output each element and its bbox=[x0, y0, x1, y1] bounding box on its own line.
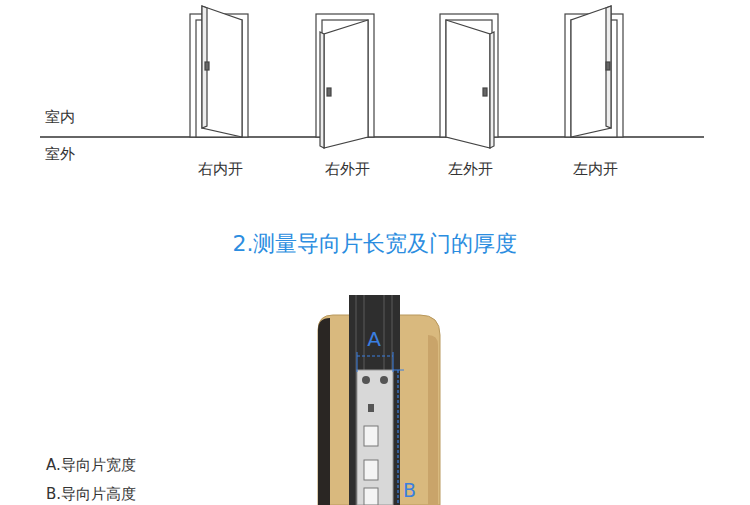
lock-figure bbox=[318, 295, 440, 505]
door-type-label: 左内开 bbox=[573, 160, 618, 178]
door-figure bbox=[565, 6, 623, 137]
dimension-letter: A bbox=[367, 327, 381, 351]
legend-note: B.导向片高度 bbox=[46, 485, 136, 503]
door-figure bbox=[440, 14, 498, 148]
dimension-letter: B bbox=[403, 479, 416, 502]
door-type-label: 右内开 bbox=[198, 160, 243, 178]
legend-note: A.导向片宽度 bbox=[46, 456, 136, 474]
side-label: 室外 bbox=[45, 145, 75, 163]
door-type-label: 右外开 bbox=[325, 160, 370, 178]
door-figure bbox=[190, 6, 248, 137]
side-label: 室内 bbox=[45, 108, 75, 126]
door-figure bbox=[316, 14, 374, 148]
door-type-label: 左外开 bbox=[448, 160, 493, 178]
section-heading: 2.测量导向片长宽及门的厚度 bbox=[233, 231, 518, 257]
